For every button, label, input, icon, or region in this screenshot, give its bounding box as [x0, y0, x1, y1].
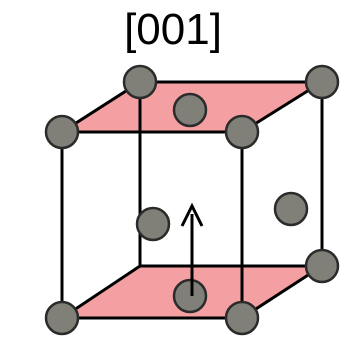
- direction-arrow-head: [180, 202, 204, 227]
- atom-corner-bottom-front-right: [224, 300, 260, 336]
- atom-face-right: [273, 191, 309, 227]
- atom-face-left: [135, 206, 171, 242]
- direction-label: [001]: [124, 5, 222, 54]
- atom-face-bottom: [172, 278, 208, 314]
- atom-face-top: [172, 92, 208, 128]
- atom-corner-bottom-front-left: [44, 300, 80, 336]
- atom-corner-top-front-right: [224, 114, 260, 150]
- atom-corner-top-front-left: [44, 114, 80, 150]
- atom-corner-top-back-left: [122, 64, 158, 100]
- atom-corner-bottom-back-right: [304, 248, 340, 284]
- atom-corner-top-back-right: [304, 64, 340, 100]
